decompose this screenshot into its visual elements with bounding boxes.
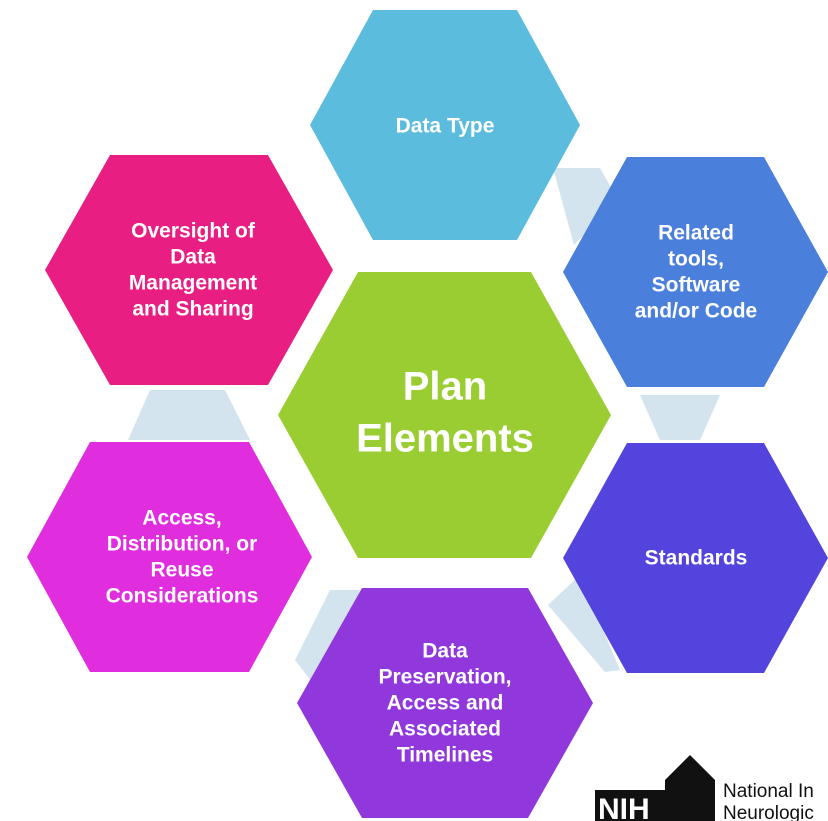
nih-logo-text-1: National In <box>723 781 814 802</box>
nih-logo-mark-text: NIH <box>598 793 650 821</box>
label-data-type: Data Type <box>396 115 495 138</box>
hex-data-preservation <box>297 588 593 818</box>
label-line: Oversight of <box>131 220 256 243</box>
label-line: Plan <box>403 365 487 409</box>
label-standards: Standards <box>645 547 748 570</box>
label-line: Access and <box>387 692 504 715</box>
label-line: Reuse <box>150 559 213 582</box>
label-line: Software <box>652 274 741 297</box>
connector-preservation-access <box>295 590 360 690</box>
hex-related-tools <box>563 157 828 387</box>
label-line: and/or Code <box>635 300 758 323</box>
hex-access-distribution <box>27 442 312 672</box>
nih-logo-mark <box>665 755 715 821</box>
label-line: Distribution, or <box>107 533 258 556</box>
connectors <box>128 168 720 690</box>
label-line: Management <box>129 272 257 295</box>
connector-standards-preservation <box>548 575 620 672</box>
label-line: Considerations <box>106 585 259 608</box>
connector-access-oversight <box>128 390 250 440</box>
hexagons <box>27 10 828 818</box>
nih-logo: NIH National In Neurologic <box>595 755 814 821</box>
label-line: Data <box>422 640 468 663</box>
label-line: Timelines <box>397 744 494 767</box>
label-line: Standards <box>645 547 748 570</box>
nih-logo-text-2: Neurologic <box>723 803 814 821</box>
label-line: and Sharing <box>132 298 253 321</box>
hex-labels: Data Type Related tools, Software and/or Co… <box>106 115 758 767</box>
label-line: Preservation, <box>378 666 511 689</box>
hex-center <box>278 272 611 558</box>
label-line: Elements <box>356 417 534 461</box>
label-line: Related <box>658 222 734 245</box>
connector-data-type-related-tools <box>553 168 618 245</box>
label-line: Data <box>170 246 216 269</box>
hex-data-type <box>310 10 580 240</box>
label-line: tools, <box>668 248 724 271</box>
connector-related-tools-standards <box>640 395 720 440</box>
label-line: Associated <box>389 718 501 741</box>
hex-oversight <box>45 155 333 385</box>
label-related-tools: Related tools, Software and/or Code <box>635 222 758 323</box>
label-line: Data Type <box>396 115 495 138</box>
hex-standards <box>563 443 828 673</box>
label-line: Access, <box>142 507 221 530</box>
